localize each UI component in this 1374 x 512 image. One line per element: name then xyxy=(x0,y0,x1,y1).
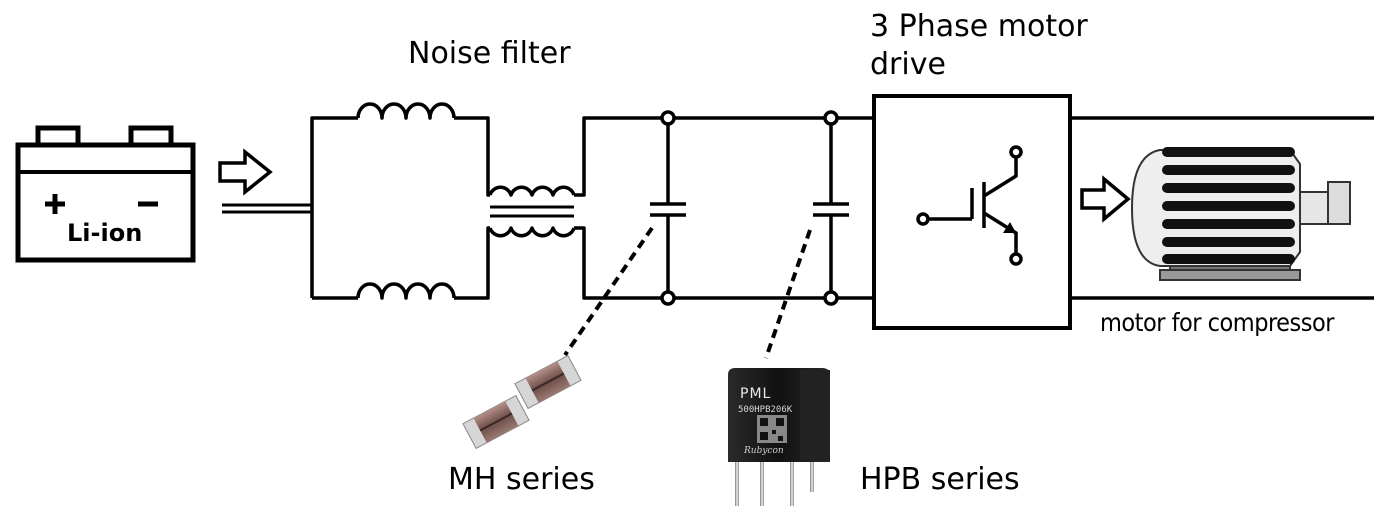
circuit-nodes xyxy=(660,110,839,306)
motor-drive-box xyxy=(872,94,1072,330)
igbt-arrow-icon xyxy=(1003,222,1016,233)
hpb-chip-part-number: 500HPB206K xyxy=(738,405,793,415)
capacitor-1 xyxy=(650,118,686,298)
hpb-chip xyxy=(728,368,830,506)
motor-label: motor for compressor xyxy=(1100,308,1334,337)
hpb-chip-brand: PML xyxy=(740,386,772,402)
hpb-series-label: HPB series xyxy=(860,462,1020,497)
motor-drive-label: 3 Phase motor drive xyxy=(870,9,1088,82)
noise-filter-label: Noise filter xyxy=(408,36,571,71)
mh-chip-2 xyxy=(462,394,530,450)
battery-plus-icon xyxy=(45,194,65,214)
arrow-right-motor-icon xyxy=(1080,175,1131,223)
mh-series-label: MH series xyxy=(448,462,595,497)
battery-icon xyxy=(15,125,196,263)
capacitor-2 xyxy=(813,118,849,298)
battery-label: Li-ion xyxy=(67,219,143,247)
pointer-mh xyxy=(563,226,654,357)
arrow-right-icon xyxy=(218,148,273,196)
mh-chip-1 xyxy=(514,354,582,410)
hpb-chip-maker: Rubycon xyxy=(744,446,784,456)
input-wires xyxy=(222,203,312,214)
motor-icon xyxy=(1130,147,1351,281)
pointer-hpb xyxy=(764,229,812,359)
